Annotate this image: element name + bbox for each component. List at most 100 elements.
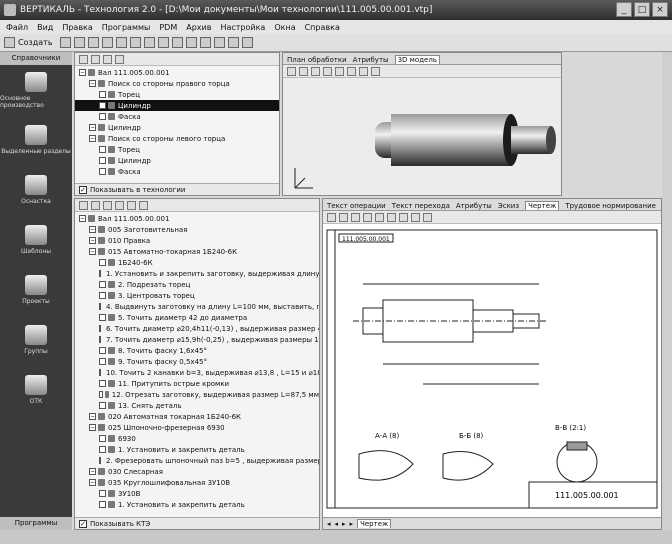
expand-toggle-icon[interactable] (99, 281, 106, 288)
drawing-zoom-window-icon[interactable] (351, 212, 360, 222)
expand-toggle-icon[interactable] (99, 102, 106, 109)
move-icon[interactable] (299, 66, 308, 76)
tab-labor-norms[interactable]: Трудовое нормирование (565, 202, 656, 210)
leftnav-item-qc[interactable]: ОТК (0, 365, 72, 415)
leftnav-item-tooling[interactable]: Оснастка (0, 165, 72, 215)
new-document-icon[interactable] (4, 37, 15, 48)
sheet-tab-drawing[interactable]: Чертеж (357, 519, 392, 528)
drawing-move-icon[interactable] (339, 212, 348, 222)
tree-row[interactable]: −015 Автоматно-токарная 1Б240-6К (75, 246, 319, 257)
tab-processing-plan[interactable]: План обработки (287, 56, 347, 64)
tree-row[interactable]: 3У10В (75, 488, 319, 499)
tree-row[interactable]: 11. Притупить острые кромки (75, 378, 319, 389)
tree-row[interactable]: −Поиск со стороны правого торца (75, 78, 279, 89)
copy-icon[interactable] (115, 37, 127, 48)
leftnav-item-groups[interactable]: Группы (0, 315, 72, 365)
tab-operation-text[interactable]: Текст операции (327, 202, 386, 210)
expand-toggle-icon[interactable]: − (89, 80, 96, 87)
tree-row[interactable]: 6. Точить диаметр ⌀20,4h11(-0,13) , выде… (75, 323, 319, 334)
expand-toggle-icon[interactable]: − (89, 413, 96, 420)
settings-icon[interactable] (241, 37, 253, 48)
tree-add-icon[interactable] (79, 54, 88, 64)
tree-row[interactable]: 2. Подрезать торец (75, 279, 319, 290)
calc-icon[interactable] (199, 37, 211, 48)
expand-toggle-icon[interactable] (99, 157, 106, 164)
tree-row[interactable]: 1. Установить и закрепить деталь (75, 499, 319, 510)
tree-row[interactable]: 4. Выдвинуть заготовку на длину L=100 мм… (75, 301, 319, 312)
tree-row[interactable]: −020 Автоматная токарная 1Б240-6К (75, 411, 319, 422)
leftnav-item-sections[interactable]: Выделенные разделы (0, 115, 72, 165)
tab-sketch[interactable]: Эскиз (497, 202, 520, 210)
op-copy-icon[interactable] (127, 200, 136, 210)
tree-row[interactable]: −025 Шпоночно-фрезерная 6930 (75, 422, 319, 433)
menu-settings[interactable]: Настройка (220, 22, 266, 32)
drawing-grid-icon[interactable] (399, 212, 408, 222)
render-icon[interactable] (359, 66, 368, 76)
paste-icon[interactable] (129, 37, 141, 48)
tree-row[interactable]: 12. Отрезать заготовку, выдерживая разме… (75, 389, 319, 400)
tree-row[interactable]: 10. Точить 2 канавки b=3, выдерживая ⌀13… (75, 367, 319, 378)
drawing-zoom-icon[interactable] (363, 212, 372, 222)
sheet-nav-prev-icon[interactable]: ◂ (334, 519, 339, 528)
drawing-print-icon[interactable] (423, 212, 432, 222)
expand-toggle-icon[interactable]: − (89, 424, 96, 431)
expand-toggle-icon[interactable] (99, 314, 106, 321)
tree-row[interactable]: −Вал 111.005.00.001 (75, 213, 319, 224)
tree-row[interactable]: Цилиндр (75, 155, 279, 166)
tree-row[interactable]: 6930 (75, 433, 319, 444)
expand-toggle-icon[interactable] (99, 91, 106, 98)
tree-down-icon[interactable] (115, 54, 124, 64)
expand-toggle-icon[interactable] (99, 336, 101, 343)
show-kte-checkbox[interactable]: ✓ (79, 519, 87, 528)
table-icon[interactable] (171, 37, 183, 48)
expand-toggle-icon[interactable] (99, 325, 101, 332)
menu-programs[interactable]: Программы (101, 22, 151, 32)
menu-file[interactable]: Файл (6, 22, 29, 32)
expand-toggle-icon[interactable]: − (89, 124, 96, 131)
sheet-nav-last-icon[interactable]: ▸ (349, 519, 354, 528)
op-paste-icon[interactable] (139, 200, 148, 210)
tree-row[interactable]: −Цилиндр (75, 122, 279, 133)
tree-row[interactable]: −Вал 111.005.00.001 (75, 67, 279, 78)
op-down-icon[interactable] (115, 200, 124, 210)
sheet-nav-next-icon[interactable]: ▸ (342, 519, 346, 528)
expand-toggle-icon[interactable] (99, 501, 106, 508)
cut-icon[interactable] (101, 37, 113, 48)
tree-row[interactable]: 9. Точить фаску 0,5х45° (75, 356, 319, 367)
tree-row[interactable]: −035 Круглошлифовальная 3У10В (75, 477, 319, 488)
zoom-window-icon[interactable] (311, 66, 320, 76)
redo-icon[interactable] (157, 37, 169, 48)
op-up-icon[interactable] (103, 200, 112, 210)
tree-row[interactable]: −010 Правка (75, 235, 319, 246)
tree-row[interactable]: 13. Снять деталь (75, 400, 319, 411)
tree-row[interactable]: −Поиск со стороны левого торца (75, 133, 279, 144)
create-button[interactable]: Создать (18, 38, 53, 47)
expand-toggle-icon[interactable] (99, 270, 101, 277)
expand-toggle-icon[interactable] (99, 380, 106, 387)
expand-toggle-icon[interactable] (99, 446, 106, 453)
tree-row[interactable]: Цилиндр (75, 100, 279, 111)
show-in-technology-checkbox[interactable]: ✓ (79, 185, 87, 194)
tree-row[interactable]: Фаска (75, 111, 279, 122)
expand-toggle-icon[interactable]: − (89, 226, 96, 233)
expand-toggle-icon[interactable] (99, 391, 104, 398)
tree-row[interactable]: 8. Точить фаску 1,6х45° (75, 345, 319, 356)
expand-toggle-icon[interactable]: − (79, 69, 86, 76)
tree-delete-icon[interactable] (91, 54, 100, 64)
close-drawing-icon[interactable] (327, 212, 336, 222)
fit-icon[interactable] (335, 66, 344, 76)
drawing-layers-icon[interactable] (387, 212, 396, 222)
menu-view[interactable]: Вид (37, 22, 54, 32)
tree-row[interactable]: 5. Точить диаметр 42 до диаметра (75, 312, 319, 323)
expand-toggle-icon[interactable] (99, 292, 106, 299)
tree-row[interactable]: 3. Центровать торец (75, 290, 319, 301)
tab-attributes-2[interactable]: Атрибуты (455, 202, 492, 210)
expand-toggle-icon[interactable] (99, 435, 106, 442)
expand-toggle-icon[interactable]: − (89, 468, 96, 475)
zoom-icon[interactable] (323, 66, 332, 76)
menu-archive[interactable]: Архив (186, 22, 212, 32)
expand-toggle-icon[interactable]: − (89, 479, 96, 486)
menu-help[interactable]: Справка (304, 22, 340, 32)
expand-toggle-icon[interactable] (99, 303, 101, 310)
expand-toggle-icon[interactable] (99, 457, 101, 464)
